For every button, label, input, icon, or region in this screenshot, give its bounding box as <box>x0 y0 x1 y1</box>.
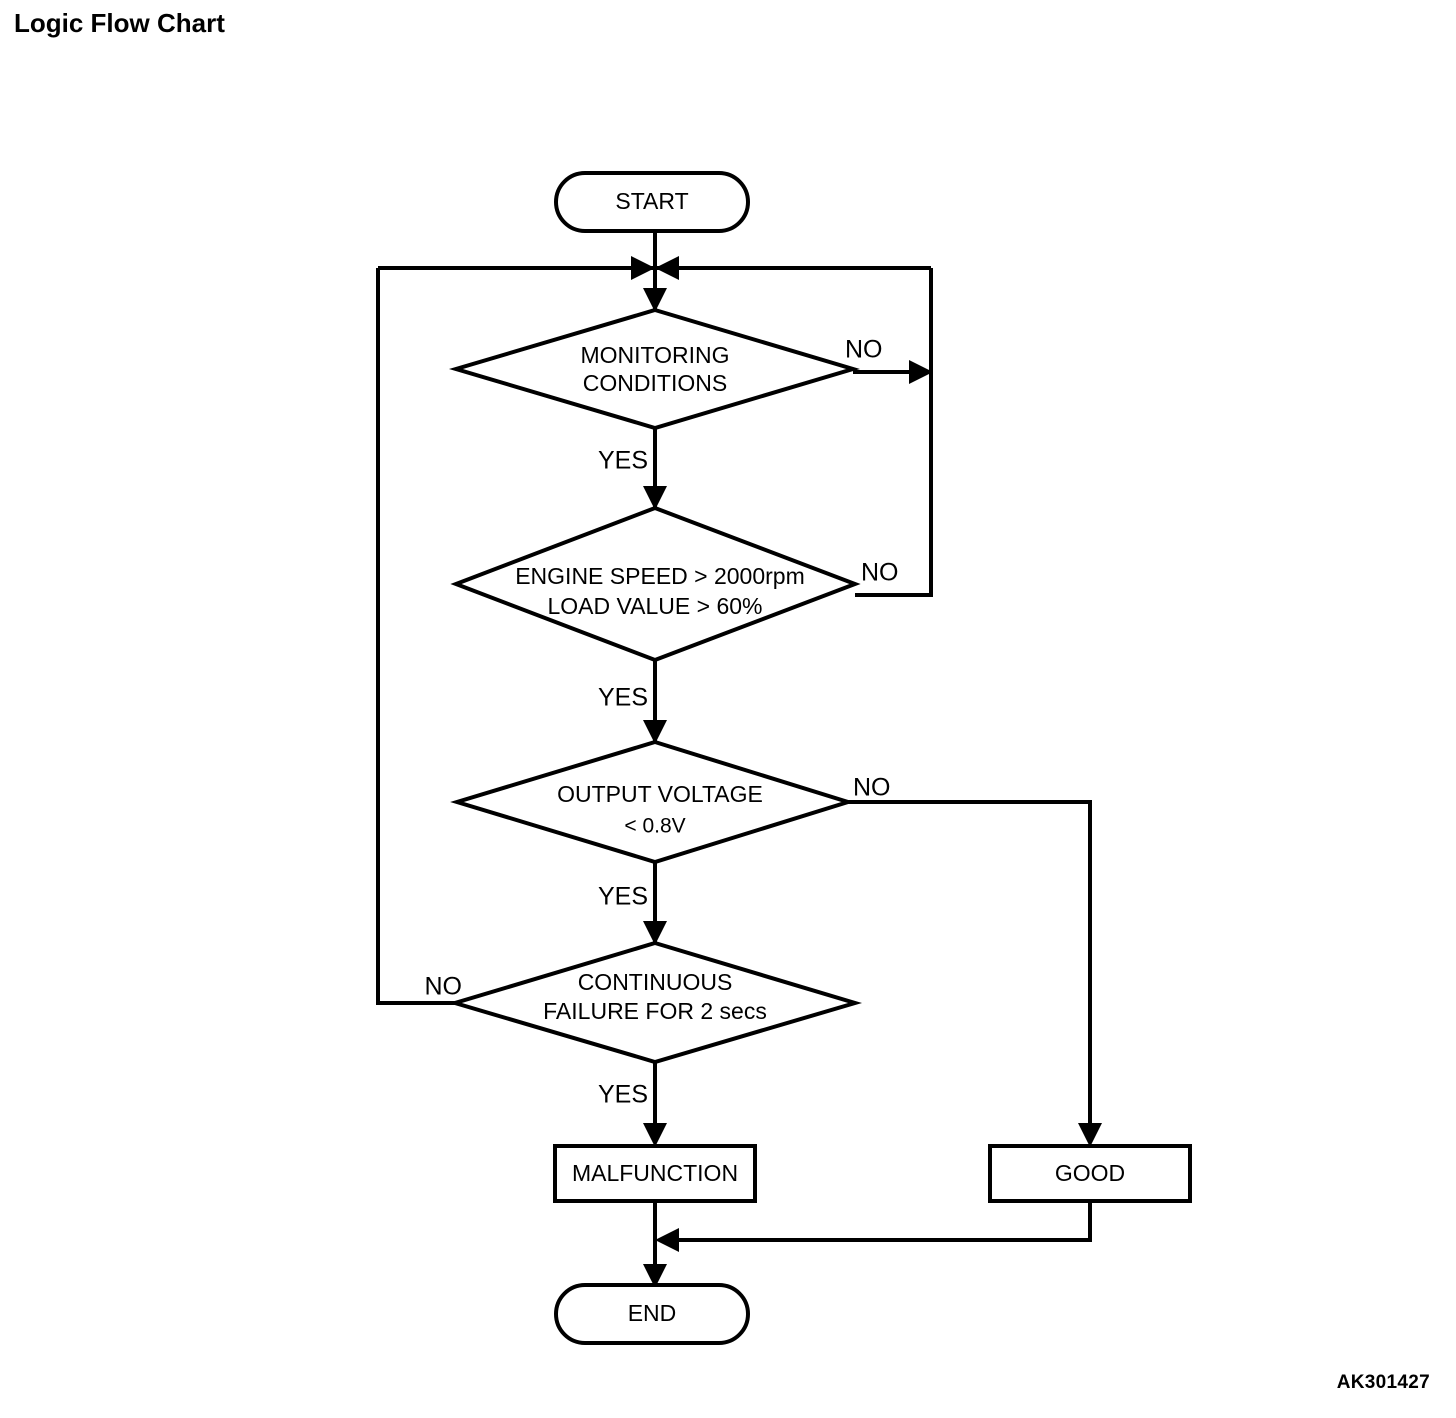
decision-1-diamond <box>448 307 861 431</box>
node-decision-monitoring-conditions[interactable]: MONITORING CONDITIONS <box>448 307 861 431</box>
node-malfunction[interactable]: MALFUNCTION <box>553 1144 757 1203</box>
edge-label-d1-no: NO <box>845 336 883 364</box>
decision-4-label-line1: CONTINUOUS <box>578 969 733 995</box>
arrow-head-right-feedback <box>655 256 679 280</box>
end-terminator-shape <box>554 1283 750 1345</box>
decision-2-label-line1: ENGINE SPEED > 2000rpm <box>515 563 805 589</box>
end-label: END <box>628 1300 677 1326</box>
node-decision-output-voltage[interactable]: OUTPUT VOLTAGE < 0.8V <box>450 739 855 865</box>
connector-d4-yes <box>643 1062 667 1147</box>
good-label: GOOD <box>1055 1160 1125 1186</box>
arrow-head-left-feedback <box>631 256 655 280</box>
top-junction-bar <box>378 256 931 280</box>
edge-label-d4-no: NO <box>425 973 463 1001</box>
edge-label-d1-yes: YES <box>598 447 648 475</box>
decision-2-diamond <box>450 505 861 663</box>
connector-d3-no <box>848 800 1102 1147</box>
arrow-into-decision-1 <box>643 288 667 312</box>
figure-code-label: AK301427 <box>1336 1372 1430 1393</box>
malfunction-label: MALFUNCTION <box>572 1160 738 1186</box>
connector-good-to-end <box>655 1202 1092 1252</box>
malfunction-box-shape <box>553 1144 757 1203</box>
edge-label-d2-no: NO <box>861 559 899 587</box>
edge-label-d2-yes: YES <box>598 684 648 712</box>
node-decision-engine-speed-load-value[interactable]: ENGINE SPEED > 2000rpm LOAD VALUE > 60% <box>450 505 861 663</box>
good-box-shape <box>988 1144 1192 1203</box>
start-terminator-shape <box>554 171 750 233</box>
decision-4-diamond <box>447 940 863 1065</box>
page-title: Logic Flow Chart <box>14 8 225 38</box>
decision-1-label-line1: MONITORING <box>580 342 729 368</box>
connector-d2-yes <box>643 660 667 744</box>
node-decision-continuous-failure[interactable]: CONTINUOUS FAILURE FOR 2 secs <box>447 940 863 1065</box>
right-feedback-line <box>855 268 933 597</box>
edge-label-d3-no: NO <box>853 774 891 802</box>
node-start[interactable]: START <box>554 171 750 233</box>
connector-d4-no <box>376 268 455 1005</box>
connector-d3-yes <box>643 862 667 945</box>
edge-label-d4-yes: YES <box>598 1081 648 1109</box>
decision-3-diamond <box>450 739 855 865</box>
node-good[interactable]: GOOD <box>988 1144 1192 1203</box>
node-end[interactable]: END <box>554 1283 750 1345</box>
connector-d1-no <box>853 360 933 384</box>
decision-1-label-line2: CONDITIONS <box>583 370 727 396</box>
decision-3-label-line1: OUTPUT VOLTAGE <box>557 781 763 807</box>
edge-label-d3-yes: YES <box>598 883 648 911</box>
decision-4-label-line2: FAILURE FOR 2 secs <box>543 998 767 1024</box>
decision-3-label-line2: < 0.8V <box>624 815 685 838</box>
connector-d1-yes <box>643 428 667 510</box>
start-label: START <box>615 188 688 214</box>
decision-2-label-line2: LOAD VALUE > 60% <box>548 593 763 619</box>
